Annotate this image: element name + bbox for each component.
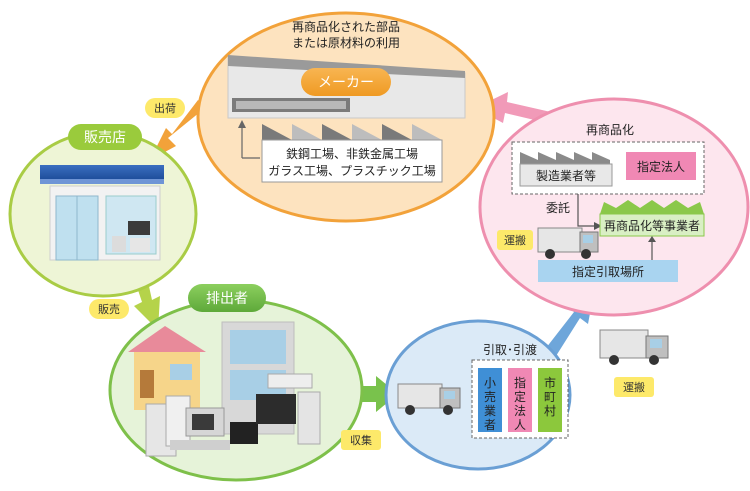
maker-pill [301, 68, 391, 96]
sales-label: 販売 [98, 303, 120, 316]
manufacturers-box [519, 163, 613, 187]
discharger-label: 排出者 [206, 291, 248, 307]
transport-truck [599, 329, 669, 365]
collection-box-3: 市町村 [544, 375, 556, 418]
retailer-label: 販売店 [84, 130, 126, 146]
manufacturers-label: 製造業者等 [536, 169, 596, 183]
factories-box [261, 139, 443, 183]
factories-line1: 鉄鋼工場、非鉄金属工場 [286, 146, 418, 161]
recycling-truck [537, 227, 599, 259]
transport-badge-inside [497, 230, 533, 250]
retailer-box [478, 368, 502, 432]
commission-arrow [577, 194, 596, 227]
recycling-title: 再商品化 [586, 122, 634, 137]
arrow-maker-to-retailer [150, 100, 205, 160]
discharger-pill [188, 284, 266, 312]
recycler-roof [600, 200, 704, 214]
municipality-box [538, 368, 562, 432]
collect-label: 収集 [350, 433, 372, 447]
factory-roofs [262, 124, 442, 140]
commission-label: 委託 [546, 200, 570, 215]
collection-truck [397, 383, 461, 415]
collection-box-2: 指定法人 [514, 375, 526, 432]
maker-caption-line2: または原材料の利用 [292, 36, 400, 50]
designated-box [508, 368, 532, 432]
maker-label: メーカー [318, 75, 374, 91]
shop-illustration [40, 165, 164, 261]
collection-box-1: 小売業者 [484, 376, 496, 432]
mini-factory [520, 152, 610, 164]
sales-badge [89, 299, 129, 319]
household-illustration [128, 321, 321, 457]
shipping-badge [145, 98, 185, 118]
maker-internal-arrow [241, 126, 260, 159]
recycler-label: 再商品化等事業者 [604, 218, 700, 233]
factories-line2: ガラス工場、プラスチック工場 [268, 164, 436, 178]
designated-corp-box [626, 152, 696, 180]
collection-title: 引取･引渡 [483, 342, 537, 357]
designated-corp-label: 指定法人 [637, 159, 685, 174]
transport-label-outside: 運搬 [623, 380, 645, 394]
arrow-discharger-to-collection [340, 376, 398, 412]
pickup-site-box [538, 260, 678, 282]
pickup-site-label: 指定引取場所 [572, 264, 644, 279]
transport-label-inside: 運搬 [504, 233, 526, 247]
transport-badge-outside [614, 377, 654, 397]
collect-badge [341, 430, 381, 450]
retailer-pill [68, 124, 142, 150]
maker-caption-line1: 再商品化された部品 [292, 19, 400, 34]
shipping-label: 出荷 [154, 101, 176, 115]
